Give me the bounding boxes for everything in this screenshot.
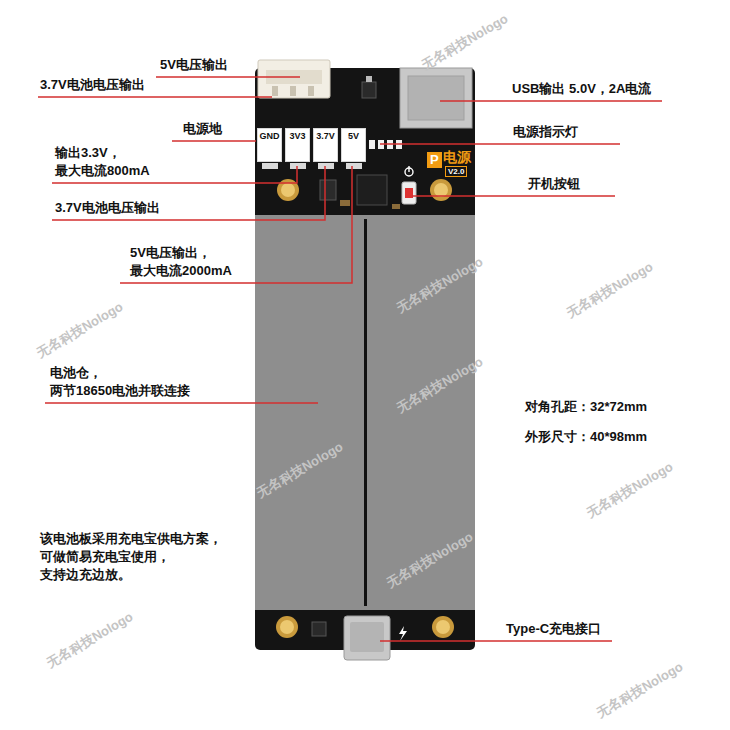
pin-header: GND <box>257 128 282 162</box>
callout-label: Type-C充电接口 <box>506 620 601 638</box>
pin-label: 5V <box>348 131 359 142</box>
version-label: V2.0 <box>445 166 467 177</box>
watermark: 无名科技Nologo <box>594 659 686 721</box>
mounting-hole-center <box>281 183 295 197</box>
pin-label: GND <box>260 131 280 142</box>
usb-port-inner <box>408 76 464 120</box>
leader-line <box>120 166 352 283</box>
pin-label: 3V3 <box>289 131 305 142</box>
power-button-cap <box>405 188 413 198</box>
watermark: 无名科技Nologo <box>419 11 511 73</box>
logo-letter: P <box>427 152 442 168</box>
battery-divider <box>364 219 367 606</box>
callout-label: 电源指示灯 <box>513 123 578 141</box>
jst-pin <box>290 86 296 96</box>
chip-symbol <box>320 180 336 200</box>
mounting-hole-center <box>436 620 450 634</box>
watermark: 无名科技Nologo <box>44 609 136 671</box>
pin-header: 3.7V <box>313 128 338 162</box>
power-icon <box>408 166 409 172</box>
logo-text: 电源 <box>443 149 471 165</box>
jst-pin <box>308 86 314 96</box>
pin-pad <box>318 163 334 169</box>
mounting-hole <box>276 616 298 638</box>
pcb-board: P电源V2.0 GND 3V3 3.7V 5V <box>255 68 475 650</box>
callout-label: 3.7V电池电压输出 <box>40 76 145 94</box>
leader-line <box>380 143 620 145</box>
leader-line <box>172 140 256 142</box>
leader-lines <box>38 77 662 641</box>
watermark: 无名科技Nologo <box>394 254 486 316</box>
watermark: 无名科技Nologo <box>384 529 476 591</box>
pcb-outline <box>255 68 475 650</box>
pin-pad <box>262 163 278 169</box>
callout-label: 电池仓， 两节18650电池并联连接 <box>50 364 190 400</box>
callout-label: 5V电压输出 <box>160 56 228 74</box>
resistor-symbol <box>340 200 350 206</box>
mounting-hole <box>432 616 454 638</box>
mounting-hole <box>430 179 452 201</box>
power-button <box>402 182 416 204</box>
pin-pad <box>346 163 362 169</box>
watermark: 无名科技Nologo <box>584 459 676 521</box>
callout-label: USB输出 5.0V，2A电流 <box>512 80 651 98</box>
indicator-led <box>369 140 375 149</box>
leader-line <box>440 100 662 102</box>
jst-pin <box>272 86 278 96</box>
resistor-symbol <box>392 204 400 209</box>
mounting-hole-center <box>434 183 448 197</box>
leader-line <box>156 76 300 78</box>
watermark: 无名科技Nologo <box>254 439 346 501</box>
watermark: 无名科技Nologo <box>394 354 486 416</box>
type-c-port-inner <box>350 622 384 652</box>
transistor-symbol <box>362 82 376 98</box>
charge-icon <box>399 626 407 641</box>
watermark: 无名科技Nologo <box>564 259 656 321</box>
callout-label: 开机按钮 <box>528 175 580 193</box>
leader-line <box>412 195 615 197</box>
note-text: 该电池板采用充电宝供电方案， 可做简易充电宝使用， 支持边充边放。 <box>40 530 222 584</box>
pin-label: 3.7V <box>316 131 335 142</box>
type-c-port <box>344 616 390 660</box>
callout-label: 输出3.3V， 最大电流800mA <box>55 144 150 180</box>
chip-symbol <box>312 622 326 636</box>
transistor-lead <box>366 76 372 82</box>
dimension-label: 对角孔距：32*72mm <box>525 398 647 416</box>
leader-line <box>380 640 612 642</box>
dimension-label: 外形尺寸：40*98mm <box>525 428 647 446</box>
pin-pad <box>290 163 306 169</box>
pin-header: 5V <box>341 128 366 162</box>
jst-connector <box>258 60 330 98</box>
callout-label: 5V电压输出， 最大电流2000mA <box>130 244 232 280</box>
callout-label: 3.7V电池电压输出 <box>55 199 160 217</box>
usb-port <box>400 68 472 128</box>
pin-header: 3V3 <box>285 128 310 162</box>
power-ic <box>357 175 387 205</box>
callout-label: 电源地 <box>183 120 222 138</box>
watermark: 无名科技Nologo <box>34 299 126 361</box>
leader-line <box>38 96 272 98</box>
leader-line <box>45 402 318 404</box>
mounting-hole-center <box>280 620 294 634</box>
